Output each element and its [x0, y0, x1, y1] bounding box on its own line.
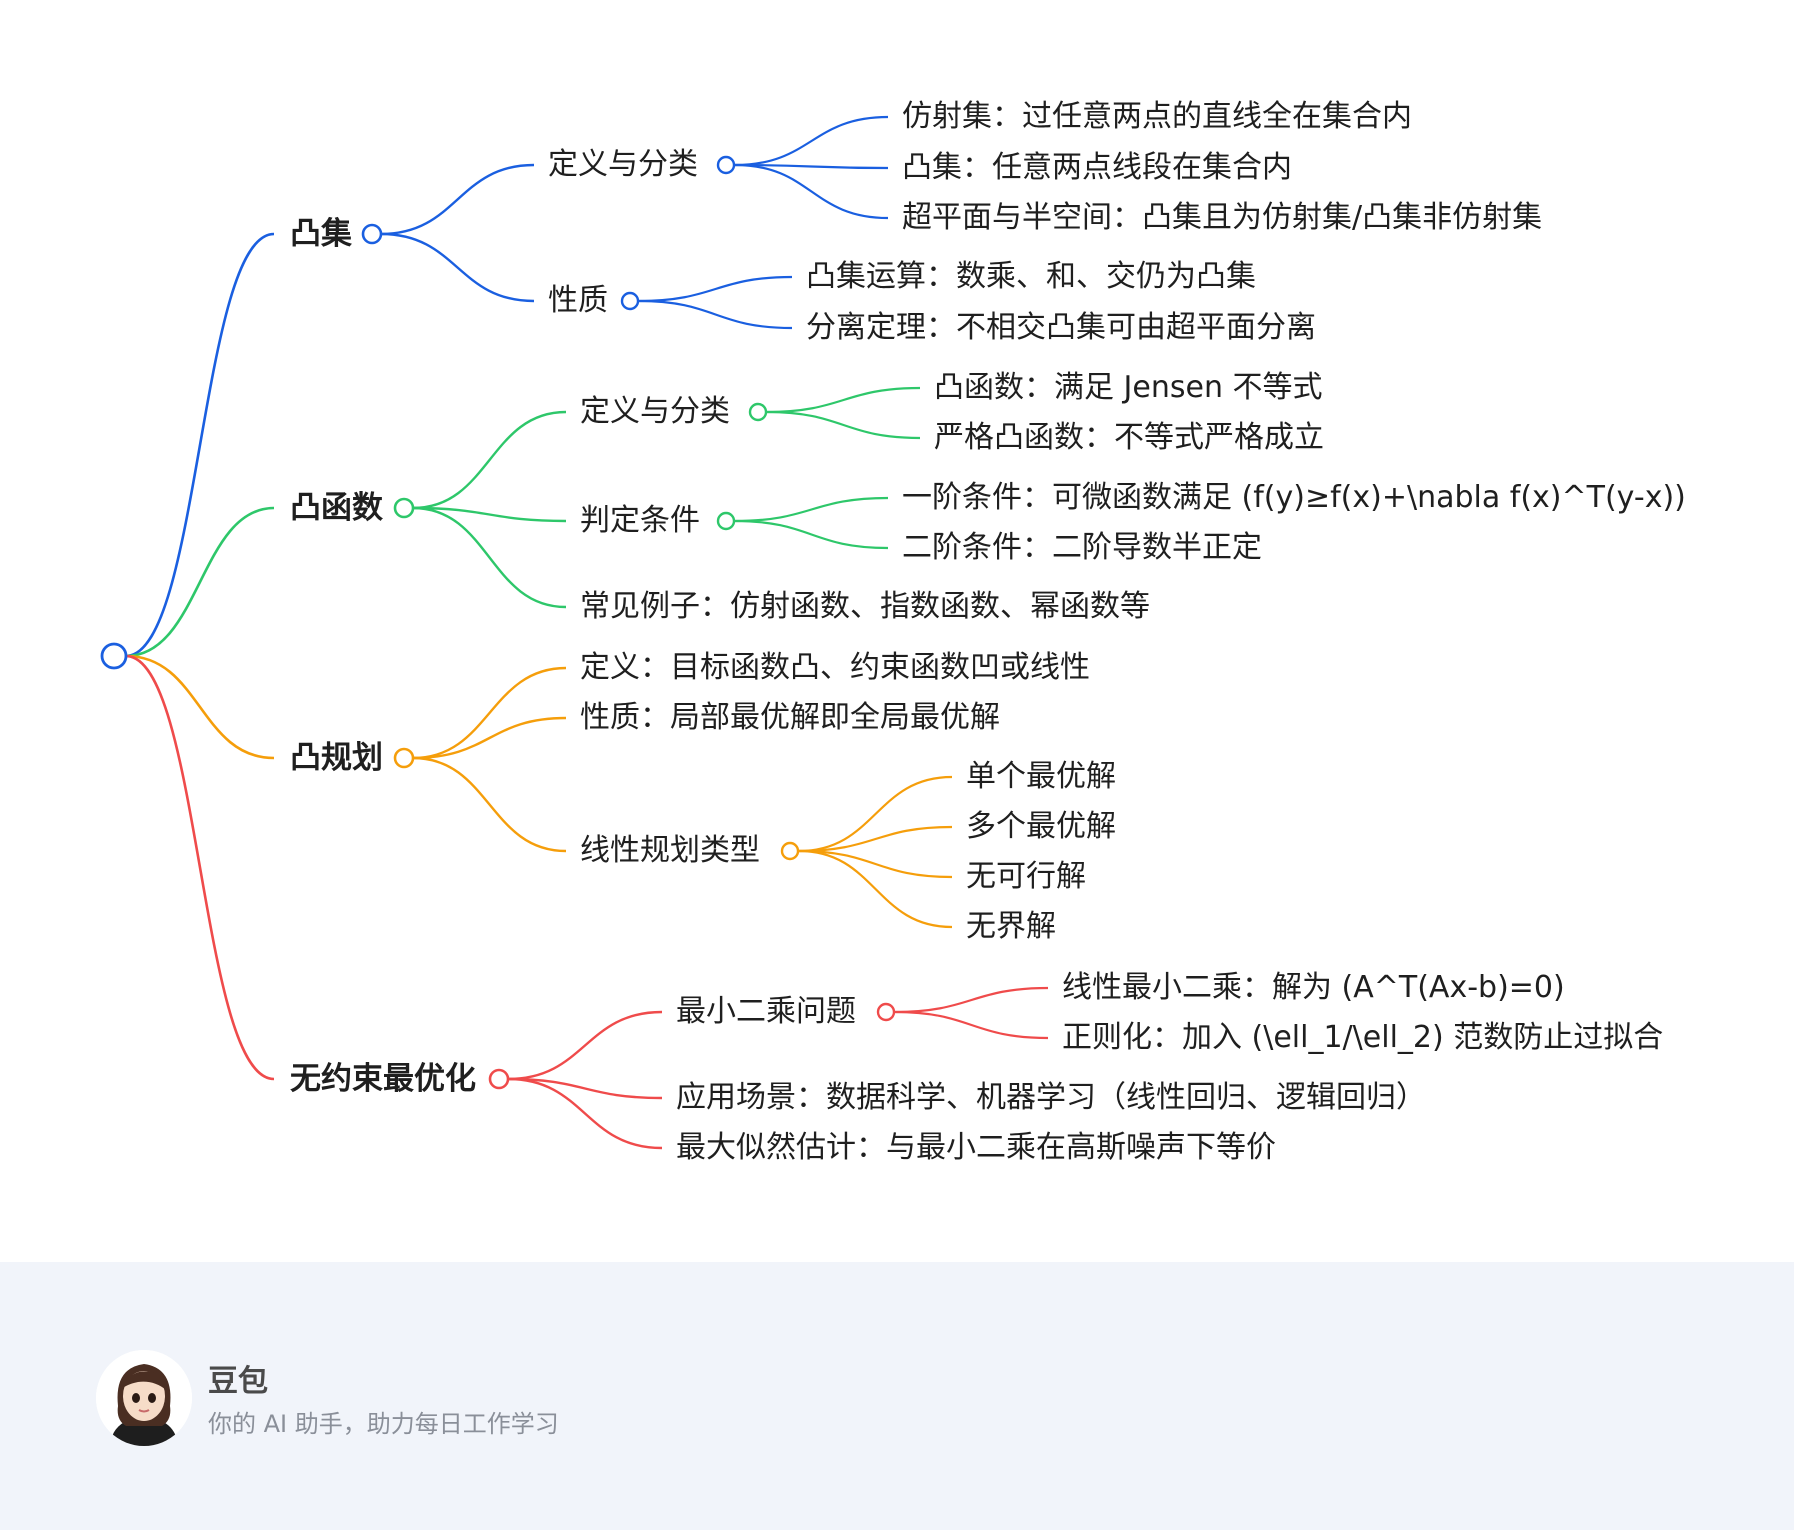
node-label-b0-c1: 性质 [548, 283, 608, 318]
connector-root-2 [125, 654, 275, 760]
collapse-toggle-b0-c0[interactable] [716, 155, 736, 175]
connector-b1-c1-l0 [734, 496, 889, 523]
collapse-toggle-b2-c2[interactable] [780, 841, 800, 861]
node-label-b3-c2: 最大似然估计：与最小二乘在高斯噪声下等价 [676, 1130, 1276, 1165]
collapse-toggle-b1-c0[interactable] [748, 402, 768, 422]
connector-b2-c2-l0 [798, 775, 953, 853]
mind-map: 凸集定义与分类仿射集：过任意两点的直线全在集合内凸集：任意两点线段在集合内超平面… [100, 99, 1686, 1165]
collapse-toggle-b3-c0[interactable] [876, 1002, 896, 1022]
leaf-label-b2-c2-l1: 多个最优解 [966, 809, 1116, 844]
node-label-b1-c1: 判定条件 [580, 503, 700, 538]
collapse-toggle-branch-1[interactable] [393, 497, 415, 519]
collapse-toggle-b1-c1[interactable] [716, 511, 736, 531]
connector-b3-c0-l1 [894, 1010, 1049, 1040]
mind-map-connectors [100, 115, 1049, 1150]
collapse-toggle-branch-3[interactable] [488, 1068, 510, 1090]
node-label-b1-c0: 定义与分类 [580, 394, 730, 429]
connector-b3-c0-l0 [894, 986, 1049, 1014]
leaf-label-b1-c0-l0: 凸函数：满足 Jensen 不等式 [934, 370, 1323, 405]
connector-b3-c0 [507, 1010, 663, 1081]
collapse-toggle-branch-0[interactable] [361, 223, 383, 245]
connector-b2-c2 [412, 756, 567, 853]
connector-b0-c1-l0 [638, 275, 793, 303]
connector-root-1 [125, 506, 275, 658]
connector-b0-c0-l1 [734, 163, 889, 170]
connector-b2-c0 [412, 666, 567, 760]
connector-b1-c1 [412, 506, 567, 523]
branch-label-2: 凸规划 [290, 740, 383, 776]
root-node[interactable] [100, 642, 128, 670]
leaf-label-b0-c0-l2: 超平面与半空间：凸集且为仿射集/凸集非仿射集 [902, 200, 1543, 235]
leaf-label-b2-c2-l2: 无可行解 [966, 859, 1086, 894]
leaf-label-b2-c2-l3: 无界解 [966, 909, 1056, 944]
leaf-label-b0-c0-l0: 仿射集：过任意两点的直线全在集合内 [902, 99, 1412, 134]
branch-label-1: 凸函数 [290, 490, 383, 526]
collapse-toggle-branch-2[interactable] [393, 747, 415, 769]
leaf-label-b2-c2-l0: 单个最优解 [966, 759, 1116, 794]
connector-root-3 [125, 654, 275, 1081]
connector-b3-c2 [507, 1077, 663, 1150]
connector-b2-c2-l1 [798, 825, 953, 853]
branch-label-3: 无约束最优化 [290, 1061, 476, 1097]
node-label-b2-c0: 定义：目标函数凸、约束函数凹或线性 [580, 650, 1090, 685]
node-label-b3-c1: 应用场景：数据科学、机器学习（线性回归、逻辑回归） [676, 1080, 1426, 1115]
leaf-label-b1-c1-l0: 一阶条件：可微函数满足 (f(y)≥f(x)+\nabla f(x)^T(y-x… [902, 480, 1686, 515]
connector-b2-c2-l2 [798, 849, 953, 879]
connector-b0-c0-l2 [734, 163, 889, 220]
connector-b1-c2 [412, 506, 567, 609]
avatar [96, 1350, 192, 1446]
connector-b2-c1 [412, 716, 567, 760]
node-label-b3-c0: 最小二乘问题 [676, 994, 856, 1029]
leaf-label-b1-c1-l1: 二阶条件：二阶导数半正定 [902, 530, 1262, 565]
leaf-label-b1-c0-l1: 严格凸函数：不等式严格成立 [934, 420, 1324, 455]
footer: 豆包 你的 AI 助手，助力每日工作学习 [0, 1262, 1794, 1530]
connector-b1-c0 [412, 410, 567, 510]
collapse-toggle-b0-c1[interactable] [620, 291, 640, 311]
connector-b3-c1 [507, 1077, 663, 1100]
connector-b2-c2-l3 [798, 849, 953, 929]
brand-name: 豆包 [208, 1364, 268, 1399]
leaf-label-b0-c1-l0: 凸集运算：数乘、和、交仍为凸集 [806, 259, 1256, 294]
connector-b1-c1-l1 [734, 519, 889, 550]
connector-b0-c1-l1 [638, 299, 793, 330]
brand-slogan: 你的 AI 助手，助力每日工作学习 [208, 1410, 559, 1438]
connector-root-0 [125, 232, 275, 658]
node-label-b2-c2: 线性规划类型 [580, 833, 760, 868]
leaf-label-b0-c0-l1: 凸集：任意两点线段在集合内 [902, 150, 1292, 185]
node-label-b0-c0: 定义与分类 [548, 147, 698, 182]
connector-b0-c1 [380, 232, 535, 303]
connector-b0-c0-l0 [734, 115, 889, 167]
branch-label-0: 凸集 [290, 216, 352, 252]
leaf-label-b0-c1-l1: 分离定理：不相交凸集可由超平面分离 [806, 310, 1316, 345]
connector-b1-c0-l0 [766, 386, 921, 414]
connector-b1-c0-l1 [766, 410, 921, 440]
node-label-b2-c1: 性质：局部最优解即全局最优解 [580, 700, 1000, 735]
leaf-label-b3-c0-l1: 正则化：加入 (\ell_1/\ell_2) 范数防止过拟合 [1062, 1020, 1664, 1055]
connector-b0-c0 [380, 163, 535, 236]
leaf-label-b3-c0-l0: 线性最小二乘：解为 (A^T(Ax-b)=0) [1062, 970, 1565, 1005]
node-label-b1-c2: 常见例子：仿射函数、指数函数、幂函数等 [580, 589, 1150, 624]
avatar-image [96, 1350, 192, 1446]
